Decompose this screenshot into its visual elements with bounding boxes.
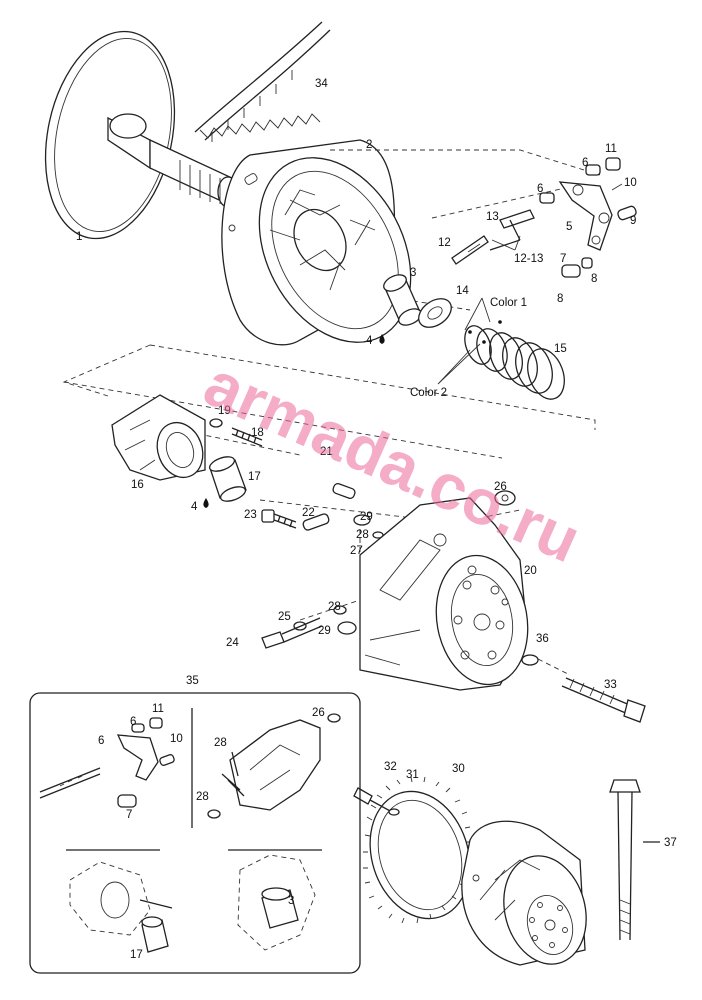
label-32: 32 — [384, 761, 397, 773]
label-20: 20 — [524, 565, 537, 577]
label-33: 33 — [604, 679, 617, 691]
label-31: 31 — [406, 769, 419, 781]
label-13: 13 — [486, 211, 499, 223]
label-color-2: Color 2 — [410, 387, 447, 399]
label-15: 15 — [554, 343, 567, 355]
oil-drop-icon — [203, 498, 209, 508]
part-34-drive-belt — [194, 21, 331, 142]
inset-label-17: 17 — [130, 949, 143, 961]
inset-label-3: 3 — [288, 895, 294, 907]
label-25: 25 — [278, 611, 291, 623]
label-17: 17 — [248, 471, 261, 483]
label-21: 21 — [320, 446, 333, 458]
label-35: 35 — [186, 675, 199, 687]
inset-label-7: 7 — [126, 809, 132, 821]
label-16: 16 — [131, 479, 144, 491]
part-labels: 1 2 3 4 4 5 6 6 7 8 8 9 10 11 12 13 12-1… — [76, 78, 677, 849]
part-16-governor-cup — [111, 394, 206, 481]
part-14-washer — [418, 298, 452, 328]
label-36: 36 — [536, 633, 549, 645]
part-37-long-bolt — [609, 779, 660, 941]
small-hardware — [209, 418, 516, 649]
label-18: 18 — [251, 427, 264, 439]
label-14: 14 — [456, 285, 469, 297]
label-27: 27 — [350, 545, 363, 557]
label-11: 11 — [605, 143, 617, 155]
leader-lines — [437, 183, 623, 385]
label-12: 12 — [438, 237, 451, 249]
part-30-ring-gear — [353, 776, 472, 924]
lubrication-symbols — [203, 334, 385, 508]
label-10: 10 — [624, 177, 637, 189]
part-2-movable-sheave — [221, 139, 412, 346]
bottom-sheave-assembly — [461, 820, 587, 966]
label-7: 7 — [560, 253, 566, 265]
lever-arm-parts — [451, 157, 637, 278]
inset-labels: 6 6 7 10 11 26 28 28 3 17 — [98, 703, 325, 961]
label-4: 4 — [191, 501, 198, 513]
inset-label-10: 10 — [170, 733, 183, 745]
detail-inset-35 — [29, 692, 361, 974]
label-5: 5 — [566, 221, 572, 233]
label-2: 2 — [366, 139, 372, 151]
oil-drop-icon — [379, 334, 385, 344]
inset-label-6: 6 — [98, 735, 104, 747]
label-8: 8 — [591, 273, 597, 285]
label-29: 29 — [360, 511, 373, 523]
inset-label-28: 28 — [196, 791, 209, 803]
label-color-1: Color 1 — [490, 297, 527, 309]
label-8: 8 — [557, 293, 563, 305]
label-19: 19 — [218, 405, 231, 417]
part-1-fixed-sheave — [44, 30, 239, 240]
label-24: 24 — [226, 637, 239, 649]
label-37: 37 — [664, 837, 677, 849]
part-15-spring — [464, 320, 565, 400]
part-33-36-bolt — [521, 654, 646, 723]
label-29: 29 — [318, 625, 331, 637]
label-3: 3 — [410, 267, 416, 279]
label-28: 28 — [328, 601, 341, 613]
label-26: 26 — [494, 481, 507, 493]
inset-label-6: 6 — [130, 716, 136, 728]
label-6: 6 — [537, 183, 543, 195]
label-1: 1 — [76, 231, 82, 243]
label-4: 4 — [366, 335, 373, 347]
inset-label-28: 28 — [214, 737, 227, 749]
inset-label-11: 11 — [152, 703, 164, 715]
label-12-13: 12-13 — [514, 253, 543, 265]
label-28: 28 — [356, 529, 369, 541]
label-22: 22 — [302, 507, 315, 519]
inset-label-26: 26 — [312, 707, 325, 719]
label-30: 30 — [452, 763, 465, 775]
part-17-bushing — [208, 456, 247, 502]
label-34: 34 — [315, 78, 328, 90]
part-20-spider-housing — [359, 497, 529, 691]
label-23: 23 — [244, 509, 257, 521]
label-6: 6 — [582, 157, 588, 169]
label-9: 9 — [630, 215, 636, 227]
